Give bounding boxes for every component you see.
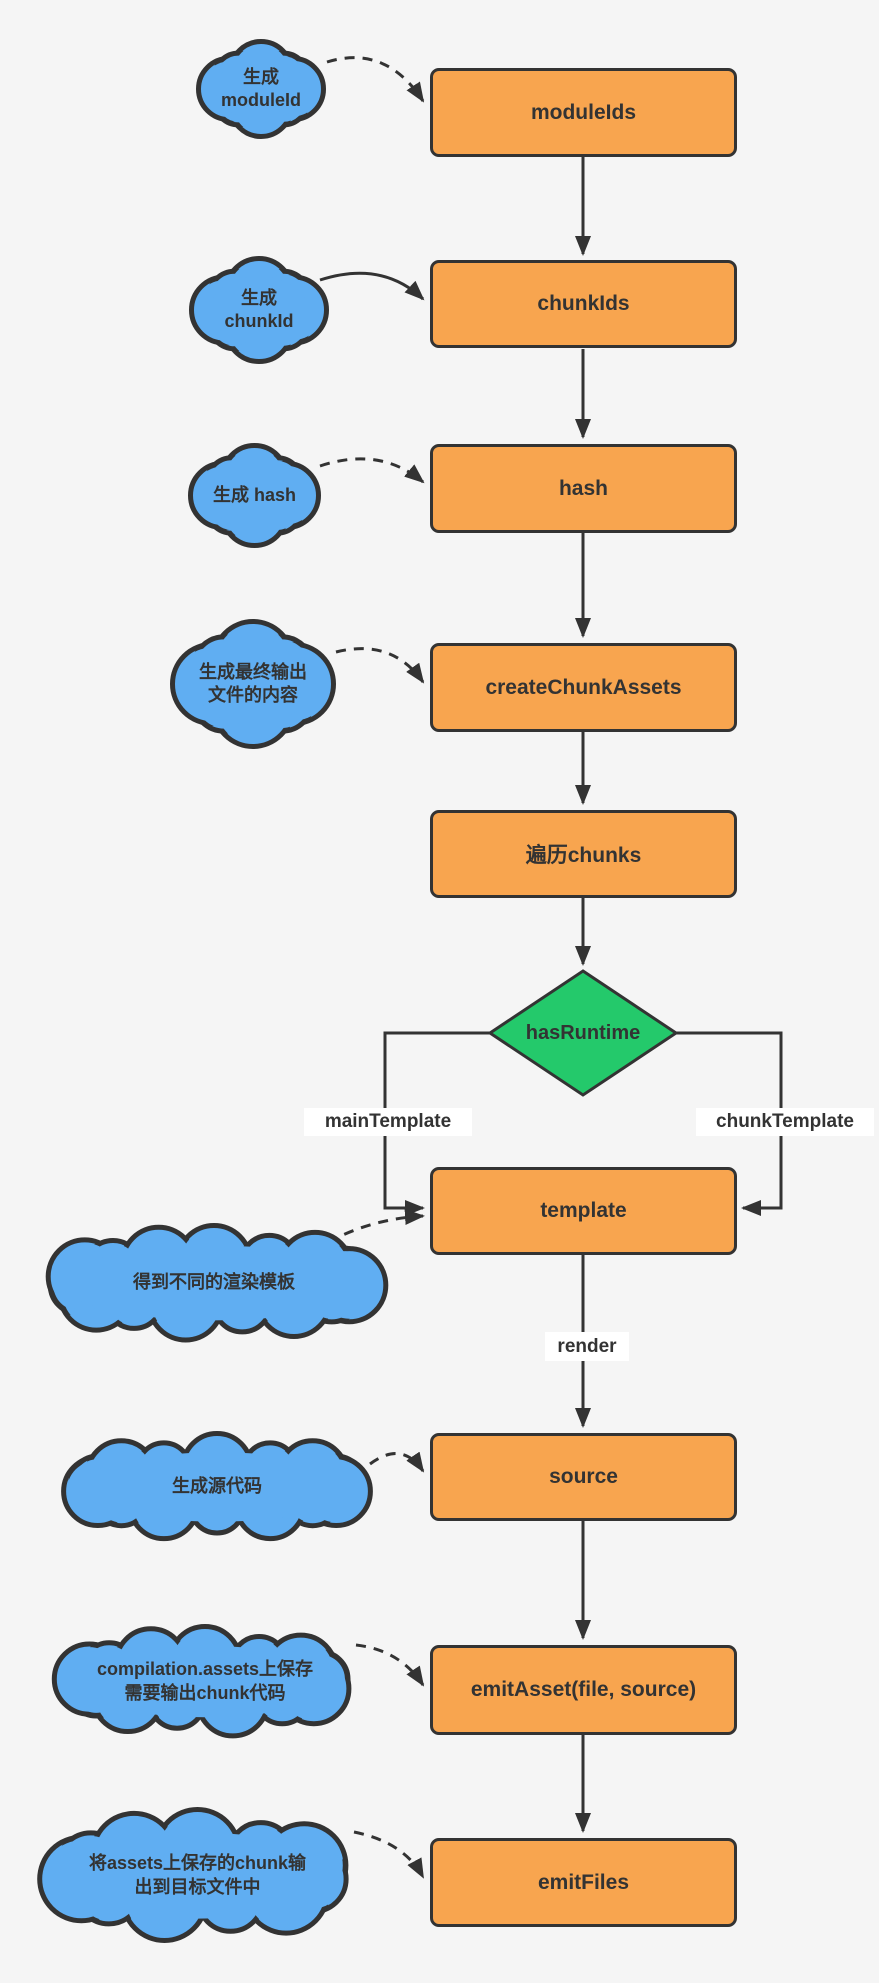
flow-node-iterate-chunks[interactable]: 遍历chunks (430, 810, 737, 898)
cloud-shape (51, 1624, 352, 1739)
node-label: 遍历chunks (525, 844, 642, 867)
cloud-note-emitfiles[interactable]: 将assets上保存的chunk输 出到目标文件中 (35, 1806, 360, 1945)
node-label: createChunkAssets (485, 675, 682, 699)
cloud-note-moduleid[interactable]: 生成 moduleId (195, 38, 327, 140)
cloud-note-emitasset[interactable]: compilation.assets上保存 需要输出chunk代码 (50, 1623, 360, 1740)
cloud-shape (170, 619, 336, 749)
flow-node-chunkids[interactable]: chunkIds (430, 260, 737, 348)
cloud-shape (61, 1431, 373, 1542)
flow-node-hash[interactable]: hash (430, 444, 737, 533)
note-arrow-hash (319, 457, 425, 484)
cloud-note-hash[interactable]: 生成 hash (187, 442, 322, 549)
cloud-note-source[interactable]: 生成源代码 (57, 1430, 377, 1544)
cloud-note-chunkid[interactable]: 生成 chunkId (188, 255, 330, 365)
node-label: moduleIds (530, 100, 636, 124)
flow-node-source[interactable]: source (430, 1433, 737, 1521)
node-label: source (549, 1465, 618, 1488)
note-arrow-chunkassets (335, 647, 425, 684)
note-arrow-source (369, 1451, 425, 1473)
flow-node-template[interactable]: template (430, 1167, 737, 1255)
flow-node-emitasset[interactable]: emitAsset(file, source) (430, 1645, 737, 1735)
cloud-shape (195, 38, 327, 140)
cloud-shape (188, 443, 321, 548)
node-label: template (540, 1199, 627, 1222)
cloud-shape (189, 256, 329, 364)
edge-label-chunktemplate: chunkTemplate (696, 1108, 874, 1136)
cloud-text-shape (37, 1807, 349, 1944)
cloud-note-chunkassets[interactable]: 生成最终输出 文件的内容 (169, 618, 337, 750)
note-arrow-emitfiles (353, 1830, 425, 1879)
cloud-shape (45, 1223, 389, 1343)
edge-label-maintemplate: mainTemplate (304, 1108, 472, 1136)
node-label: chunkIds (537, 292, 630, 315)
edge-label-render: render (545, 1332, 629, 1361)
cloud-note-template[interactable]: 得到不同的渲染模板 (38, 1222, 390, 1344)
decision-hasruntime[interactable] (487, 969, 679, 1097)
note-arrow-chunkid (319, 271, 425, 301)
node-label: emitAsset(file, source) (470, 1678, 697, 1701)
note-arrow-moduleid (326, 56, 425, 103)
node-label: emitFiles (537, 1870, 630, 1894)
note-arrow-emitasset (355, 1643, 425, 1687)
flow-node-moduleids[interactable]: moduleIds (430, 68, 737, 157)
node-label: hash (558, 476, 608, 500)
flow-node-createchunkassets[interactable]: createChunkAssets (430, 643, 737, 732)
flow-node-emitfiles[interactable]: emitFiles (430, 1838, 737, 1927)
